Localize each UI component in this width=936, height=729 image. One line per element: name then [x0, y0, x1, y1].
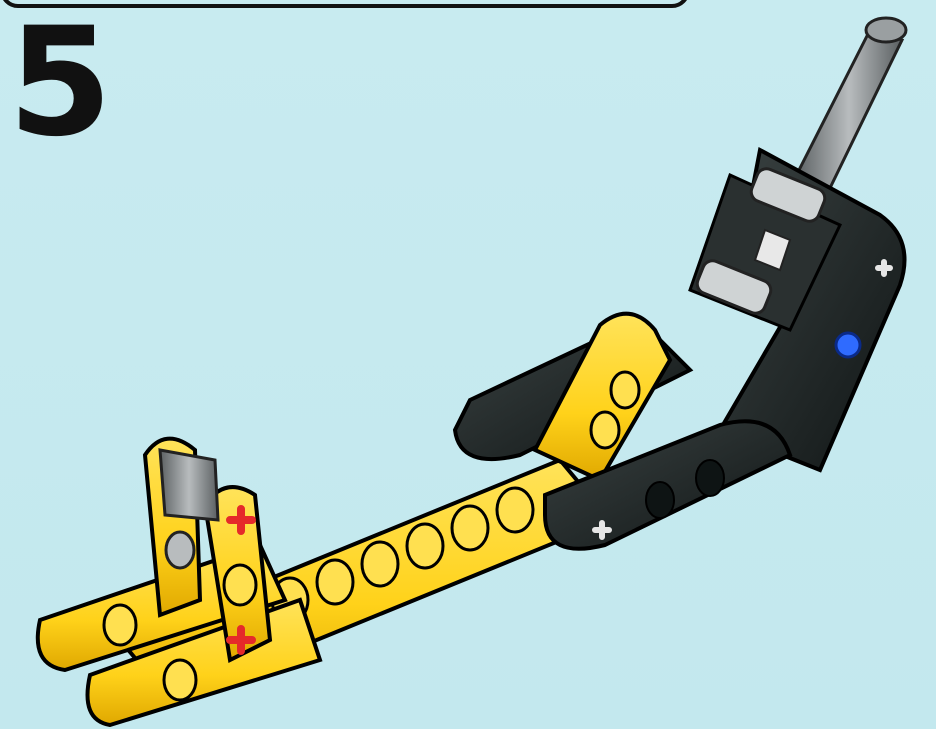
axle-icon: [796, 18, 906, 188]
yellow-l-beams-icon: [38, 439, 320, 725]
black-angled-beam-icon: [690, 150, 905, 470]
